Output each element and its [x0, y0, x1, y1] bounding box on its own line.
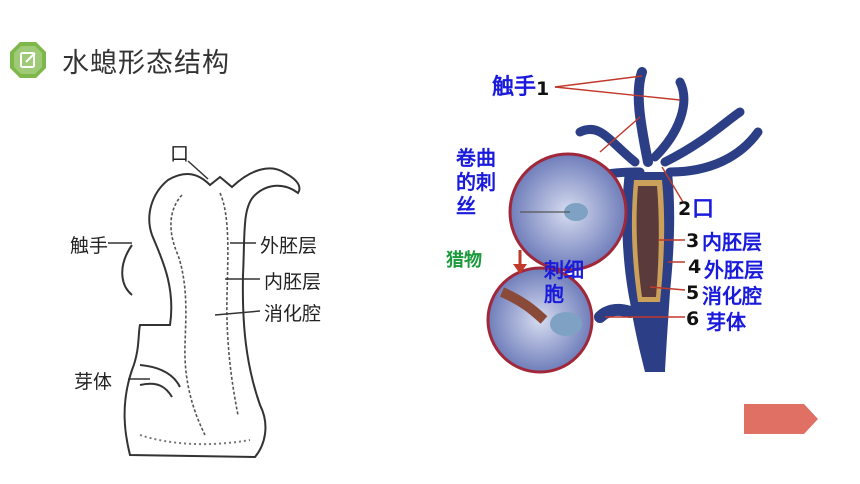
hydra-color-drawing	[486, 67, 763, 374]
next-slide-button[interactable]	[744, 404, 818, 434]
color-label-ectoderm: 外胚层	[704, 258, 764, 282]
next-arrow-icon	[744, 404, 818, 434]
color-label-endoderm: 内胚层	[702, 230, 762, 254]
sketch-label-ectoderm: 外胚层	[260, 235, 318, 257]
color-label-bud: 芽体	[706, 310, 746, 334]
sketch-label-mouth: 口	[170, 143, 190, 165]
sketch-label-endoderm: 内胚层	[264, 271, 322, 293]
number-1: 1	[536, 78, 550, 100]
number-2: 2	[678, 198, 692, 220]
sketch-label-tentacle: 触手	[70, 235, 109, 257]
number-6: 6	[686, 308, 700, 330]
hydra-sketch-drawing	[108, 160, 301, 459]
edit-icon	[8, 40, 48, 80]
number-3: 3	[686, 230, 700, 252]
color-label-tentacle: 触手	[492, 75, 537, 100]
color-label-mouth: 口	[692, 197, 715, 222]
color-label-coiled-thread: 卷曲的刺丝	[456, 146, 496, 218]
hydra-color-diagram: 触手 1 卷曲的刺丝 猎物 刺细胞 2 口 3 内胚层 4 外胚层 5 消化腔 …	[440, 62, 790, 382]
sketch-label-bud: 芽体	[74, 371, 113, 393]
color-label-cnidocyte: 刺细胞	[544, 258, 584, 306]
page-title: 水螅形态结构	[62, 47, 230, 79]
title-bar: 水螅形态结构	[8, 40, 230, 80]
hydra-sketch-diagram: 口 触手 外胚层 内胚层 消化腔 芽体	[70, 135, 370, 465]
number-5: 5	[686, 282, 700, 304]
color-label-prey: 猎物	[446, 250, 482, 271]
sketch-label-cavity: 消化腔	[264, 303, 322, 325]
number-4: 4	[688, 256, 702, 278]
color-label-cavity: 消化腔	[702, 284, 762, 308]
